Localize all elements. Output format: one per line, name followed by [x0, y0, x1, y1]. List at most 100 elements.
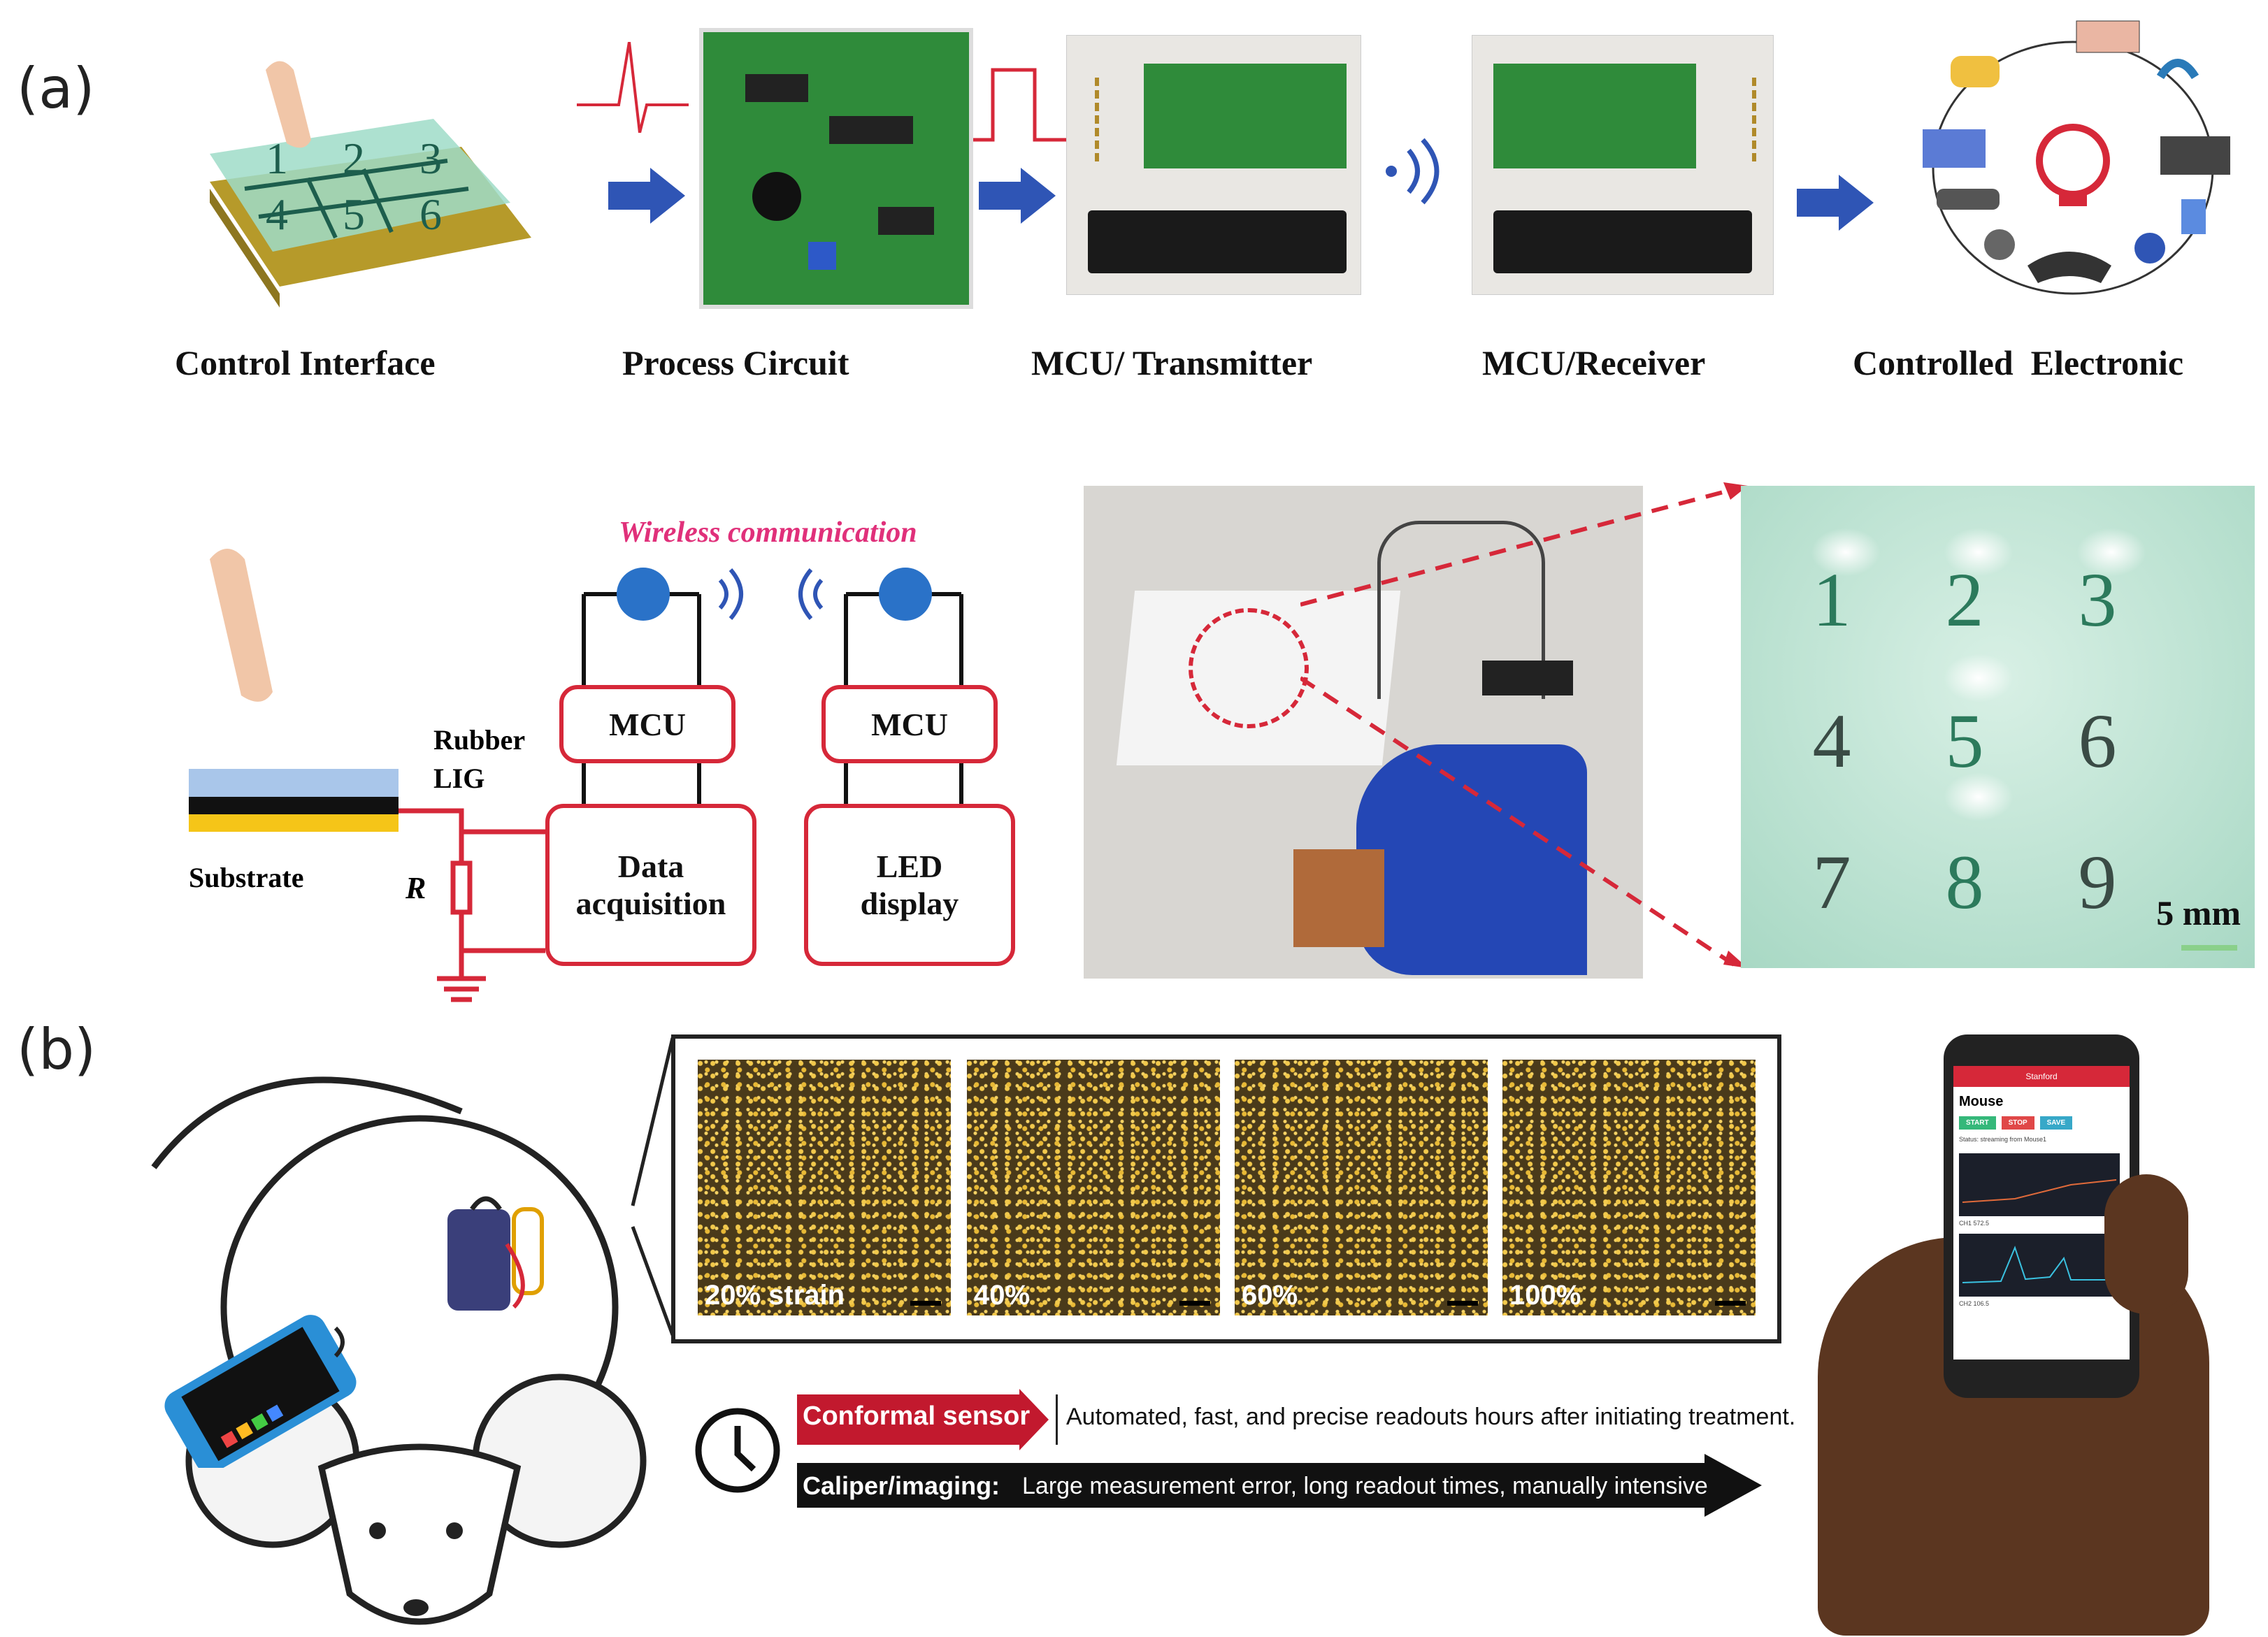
finger-icon	[210, 549, 273, 702]
caliper-arrow: Caliper/imaging: Large measurement error…	[797, 1454, 1762, 1517]
caption-mcu-receiver: MCU/Receiver	[1482, 343, 1706, 382]
led-display-box: LED display	[804, 804, 1015, 966]
zoom-digit: 1	[1812, 557, 1851, 642]
strain-zoom-lines	[631, 1037, 675, 1336]
zoom-digit: 4	[1812, 698, 1851, 784]
flow-arrow-icon	[1797, 175, 1874, 231]
zoom-digit: 5	[1945, 698, 1984, 784]
rubber-layer	[189, 769, 399, 797]
zoom-digit: 6	[2078, 698, 2117, 784]
divider-line	[1056, 1394, 1058, 1445]
app-heading: Mouse	[1959, 1094, 2004, 1109]
save-button[interactable]: SAVE	[2039, 1116, 2073, 1130]
keypad-digit: 4	[266, 189, 288, 239]
small-phone-icon	[164, 1315, 357, 1468]
panel-b-label: (b)	[17, 1017, 96, 1082]
finger-icon	[266, 61, 311, 148]
scale-bar	[2181, 945, 2237, 951]
strain-image: 20% strain	[698, 1060, 951, 1315]
square-waveform-icon	[965, 68, 1077, 142]
mcu-box-right: MCU	[821, 685, 998, 763]
highlight-circle	[1189, 608, 1309, 728]
keypad-digit: 1	[266, 134, 288, 183]
strain-image: 40%	[967, 1060, 1220, 1315]
strain-images-frame: 20% strain 40% 60% 100%	[671, 1034, 1781, 1343]
camera-icon	[1984, 229, 2015, 260]
controlled-electronics-ring	[1923, 20, 2230, 295]
headphones-icon	[2156, 59, 2199, 80]
caption-mcu-transmitter: MCU/ Transmitter	[1031, 343, 1313, 382]
conformal-sensor-arrow: Conformal sensor	[797, 1389, 1049, 1450]
strain-image: 60%	[1235, 1060, 1488, 1315]
lig-layer	[189, 797, 399, 814]
lig-label: LIG	[433, 763, 485, 794]
wireless-icon	[718, 568, 824, 620]
chart-1	[1959, 1153, 2120, 1216]
reading-1: CH1 572.5	[1959, 1220, 1990, 1227]
keypad-digit: 3	[419, 134, 442, 183]
caption-controlled-electronic: Controlled Electronic	[1853, 343, 2184, 382]
status-text: Status: streaming from Mouse1	[1959, 1136, 2047, 1143]
sensor-board	[447, 1209, 510, 1311]
speaker-icon	[1937, 189, 2000, 210]
chart-2	[1959, 1234, 2120, 1297]
substrate-layer	[189, 814, 399, 832]
caption-control-interface: Control Interface	[175, 343, 436, 382]
laptop-icon	[2160, 136, 2230, 175]
strain-image: 100%	[1502, 1060, 1756, 1315]
zoom-digit: 8	[1945, 839, 1984, 925]
wireless-icon	[1386, 138, 1440, 205]
wireless-communication-title: Wireless communication	[619, 517, 917, 549]
keypad-digit: 6	[419, 189, 442, 239]
clock-icon	[695, 1408, 780, 1493]
scale-label: 5 mm	[2156, 893, 2241, 932]
strain-label: 20% strain	[705, 1280, 845, 1311]
caliper-text: Large measurement error, long readout ti…	[1022, 1473, 1708, 1499]
mouse-head	[317, 1443, 522, 1625]
substrate-label: Substrate	[189, 862, 304, 893]
zoom-digit: 9	[2078, 839, 2117, 925]
conformal-text: Automated, fast, and precise readouts ho…	[1066, 1404, 1796, 1430]
bluetooth-icon	[617, 568, 670, 621]
robot-icon	[2134, 233, 2165, 264]
projector-icon	[2076, 20, 2140, 53]
flow-arrow-icon	[979, 168, 1056, 224]
strain-label: 60%	[1242, 1280, 1298, 1311]
resistor-label: R	[405, 871, 426, 905]
mcu-transmitter-photo	[1066, 35, 1361, 295]
zoom-keypad-photo: 1 2 3 4 5 6 7 8 9 5 mm	[1741, 486, 2255, 968]
app-header: Stanford	[1953, 1066, 2130, 1087]
zoom-digit: 2	[1945, 557, 1984, 642]
tv-icon	[1923, 129, 1986, 168]
vr-headset-icon	[2027, 252, 2111, 283]
mouse-tail	[151, 1076, 463, 1169]
mcu-box-left: MCU	[559, 685, 735, 763]
caption-process-circuit: Process Circuit	[622, 343, 849, 382]
phone-screen: Stanford Mouse START STOP SAVE Status: s…	[1953, 1066, 2130, 1360]
gloved-hand	[1356, 744, 1587, 975]
keypad-digit: 2	[343, 134, 365, 183]
tumor-sensor	[512, 1207, 544, 1295]
start-button[interactable]: START	[1959, 1116, 1996, 1130]
caliper-label: Caliper/imaging:	[803, 1471, 1000, 1500]
spike-waveform-icon	[577, 42, 689, 133]
keypad-digits: 1 2 3 4 5 6	[266, 133, 475, 240]
stop-button[interactable]: STOP	[2001, 1116, 2034, 1130]
conformal-label: Conformal sensor	[803, 1401, 1031, 1431]
keypad-digit: 5	[343, 189, 365, 239]
hand-with-phone: Stanford Mouse START STOP SAVE Status: s…	[1804, 1027, 2258, 1636]
zoom-digit: 7	[1812, 839, 1851, 925]
tablet-icon	[2181, 199, 2206, 234]
keypad-demo-photo	[1084, 486, 1643, 979]
reading-2: CH2 106.5	[1959, 1300, 1990, 1307]
panel-a-label: (a)	[17, 56, 95, 121]
control-interface-illustration	[210, 61, 531, 308]
data-acquisition-box: Data acquisition	[545, 804, 756, 966]
mcu-receiver-photo	[1472, 35, 1774, 295]
zoom-digit-grid: 1 2 3 4 5 6 7 8 9	[1797, 556, 2132, 927]
strain-label: 40%	[974, 1280, 1031, 1311]
zoom-digit: 3	[2078, 557, 2117, 642]
phone-body: Stanford Mouse START STOP SAVE Status: s…	[1944, 1034, 2139, 1398]
flow-arrow-icon	[608, 168, 685, 224]
zoom-lines	[1300, 482, 1748, 968]
